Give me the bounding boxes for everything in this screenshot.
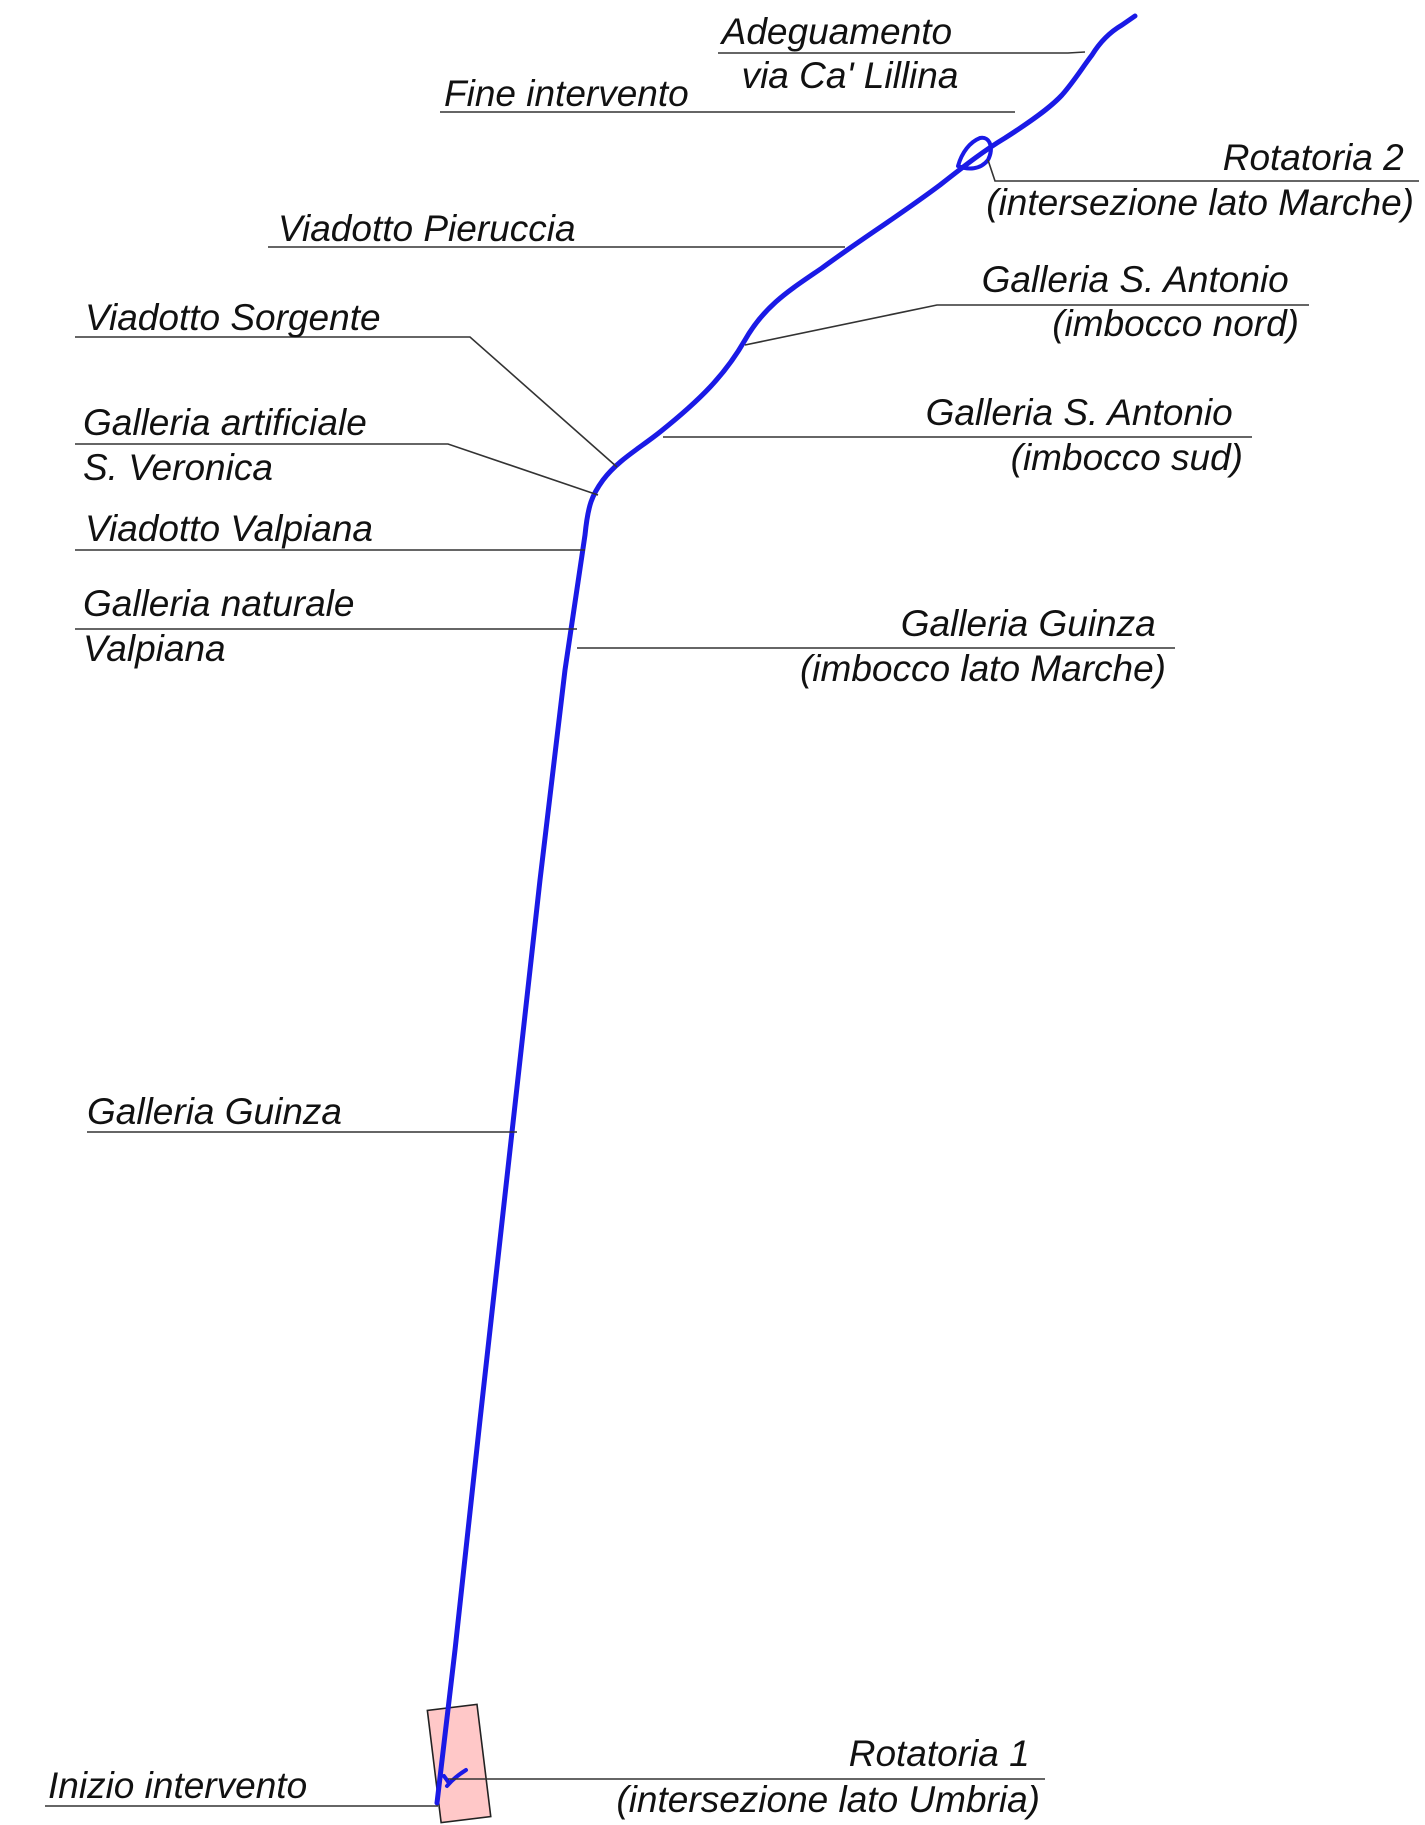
route-line xyxy=(434,13,1138,1806)
leader-rotatoria-2 xyxy=(987,159,1419,182)
label-galleria-guinza: Galleria Guinza xyxy=(87,1091,342,1132)
label-adeguamento: Adeguamento via Ca' Lillina xyxy=(720,11,963,96)
label-inizio-intervento: Inizio intervento xyxy=(48,1765,307,1806)
label-rotatoria-2: Rotatoria 2 (intersezione lato Marche) xyxy=(986,137,1414,223)
label-rotatoria-1: Rotatoria 1 (intersezione lato Umbria) xyxy=(616,1733,1040,1820)
label-viadotto-sorgente: Viadotto Sorgente xyxy=(85,297,381,338)
rotatoria-2-loop xyxy=(956,135,993,171)
label-galleria-naturale: Galleria naturale Valpiana xyxy=(83,583,365,669)
leader-galleria-artificiale xyxy=(75,443,599,496)
label-galleria-s-antonio-nord: Galleria S. Antonio (imbocco nord) xyxy=(982,259,1299,344)
label-galleria-guinza-imbocco: Galleria Guinza (imbocco lato Marche) xyxy=(800,603,1166,689)
label-fine-intervento: Fine intervento xyxy=(444,73,689,114)
label-viadotto-pieruccia: Viadotto Pieruccia xyxy=(278,208,576,249)
label-galleria-s-antonio-sud: Galleria S. Antonio (imbocco sud) xyxy=(926,392,1243,478)
rotatoria-1-branch xyxy=(442,1768,468,1788)
label-galleria-artificiale: Galleria artificiale S. Veronica xyxy=(83,402,377,488)
leader-viadotto-sorgente xyxy=(75,336,618,468)
label-viadotto-valpiana: Viadotto Valpiana xyxy=(85,508,373,549)
leader-adeguamento xyxy=(718,51,1086,54)
leader-s-antonio-nord xyxy=(744,304,1309,346)
